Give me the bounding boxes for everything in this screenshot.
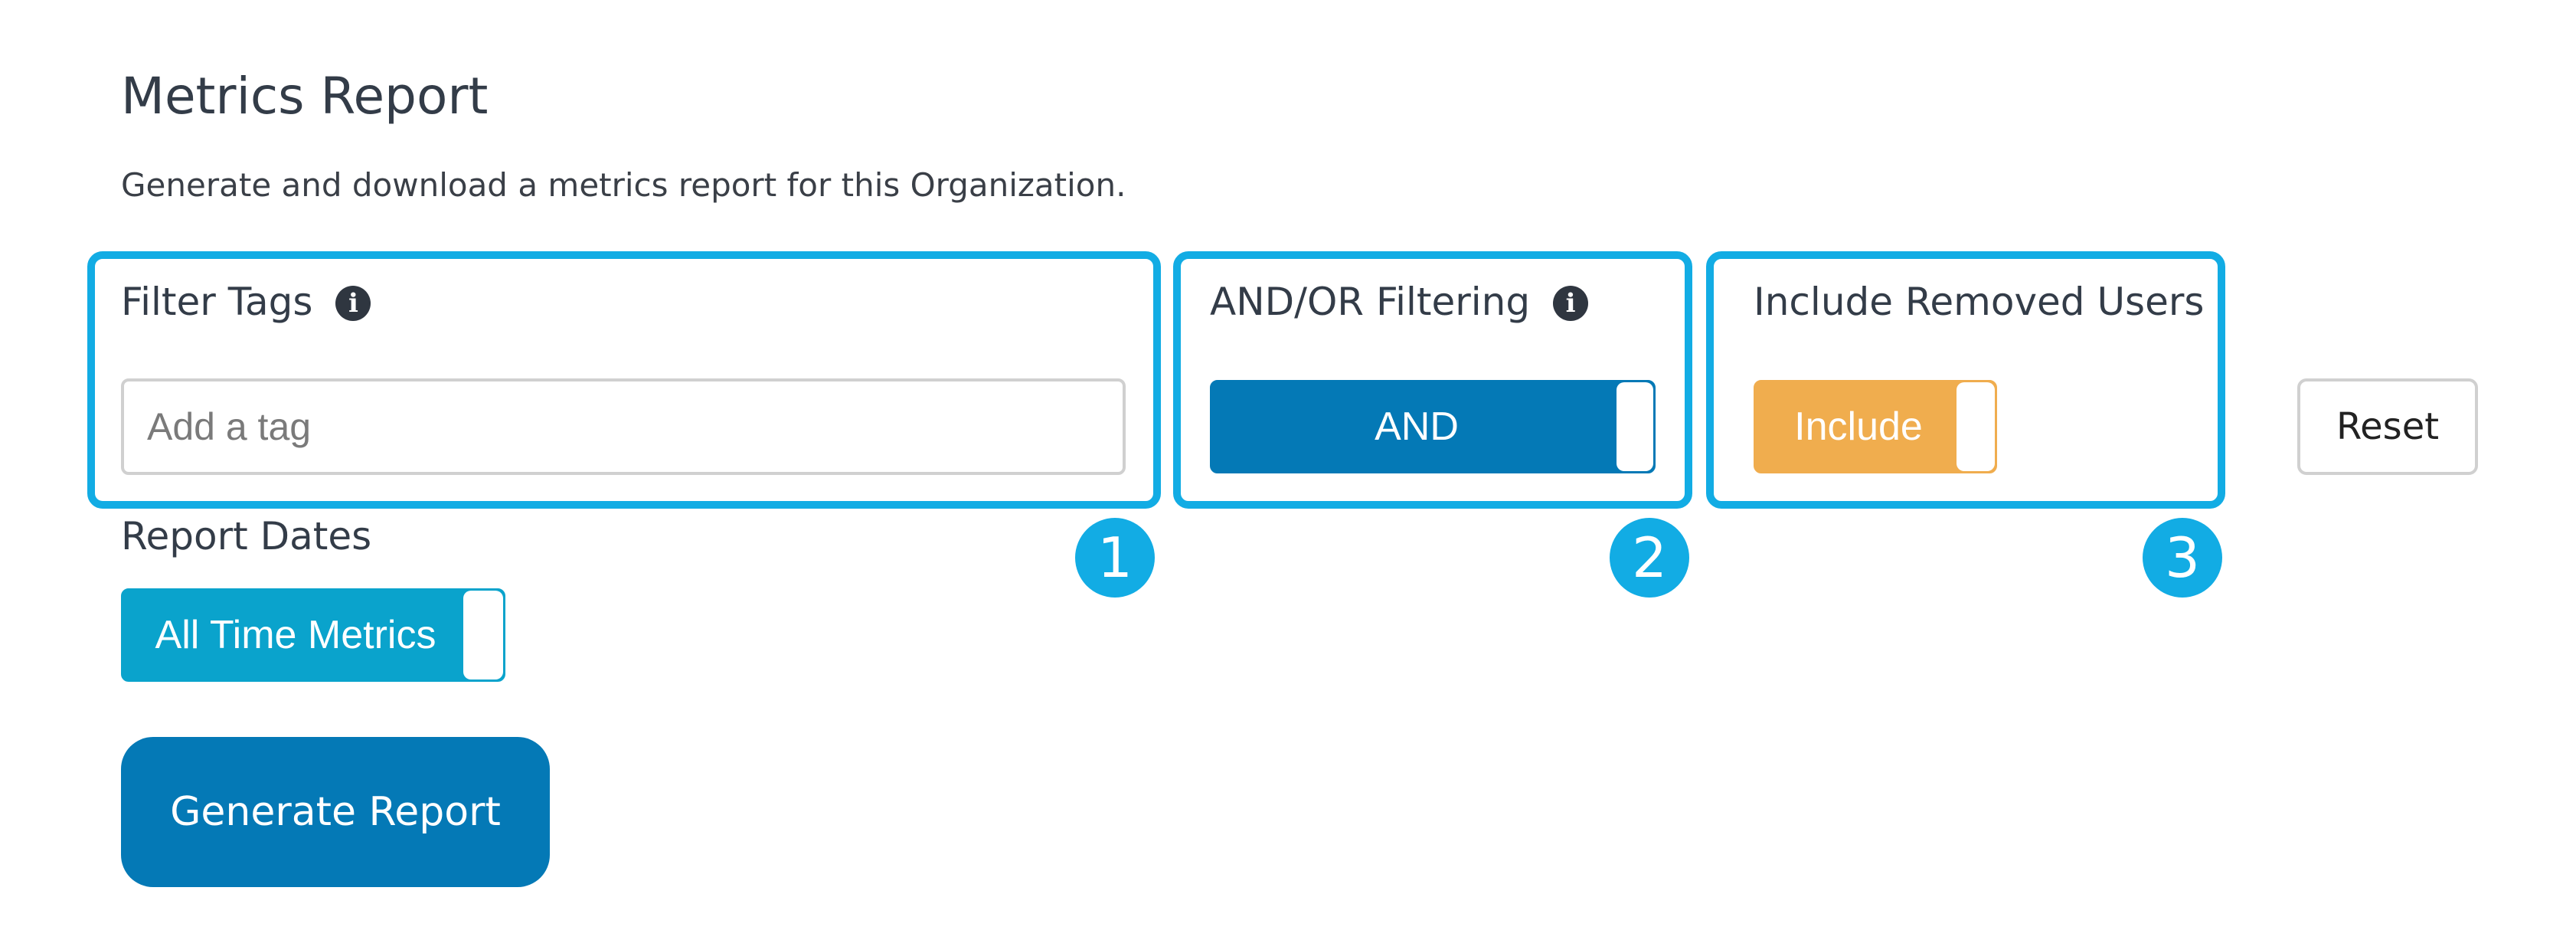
and-or-filtering-label-group: AND/OR Filtering i (1210, 279, 1589, 325)
tag-input[interactable] (121, 378, 1126, 475)
filter-tags-highlight (87, 251, 1161, 509)
callout-badge-1: 1 (1075, 518, 1155, 598)
page-description: Generate and download a metrics report f… (121, 166, 1126, 204)
filter-tags-label-group: Filter Tags i (121, 279, 371, 325)
and-or-toggle[interactable]: AND (1210, 380, 1656, 473)
callout-badge-2: 2 (1610, 518, 1689, 598)
and-or-toggle-label: AND (1375, 404, 1459, 449)
reset-button[interactable]: Reset (2297, 378, 2478, 475)
report-dates-toggle[interactable]: All Time Metrics (121, 588, 505, 682)
page-title: Metrics Report (121, 67, 489, 126)
info-icon[interactable]: i (335, 286, 371, 321)
include-removed-users-label: Include Removed Users (1754, 280, 2205, 324)
include-removed-toggle[interactable]: Include (1754, 380, 1997, 473)
include-removed-users-highlight (1706, 251, 2225, 509)
toggle-knob[interactable] (1617, 382, 1653, 471)
info-icon[interactable]: i (1553, 286, 1589, 321)
generate-report-button[interactable]: Generate Report (121, 737, 550, 887)
report-dates-toggle-label: All Time Metrics (155, 613, 436, 657)
toggle-knob[interactable] (1957, 382, 1995, 471)
and-or-filtering-label: AND/OR Filtering (1210, 280, 1531, 324)
and-or-filtering-highlight (1173, 251, 1692, 509)
report-dates-label: Report Dates (121, 514, 372, 558)
toggle-knob[interactable] (463, 591, 503, 679)
callout-badge-3: 3 (2143, 518, 2222, 598)
include-toggle-label: Include (1794, 404, 1923, 449)
filter-tags-label: Filter Tags (121, 280, 313, 324)
